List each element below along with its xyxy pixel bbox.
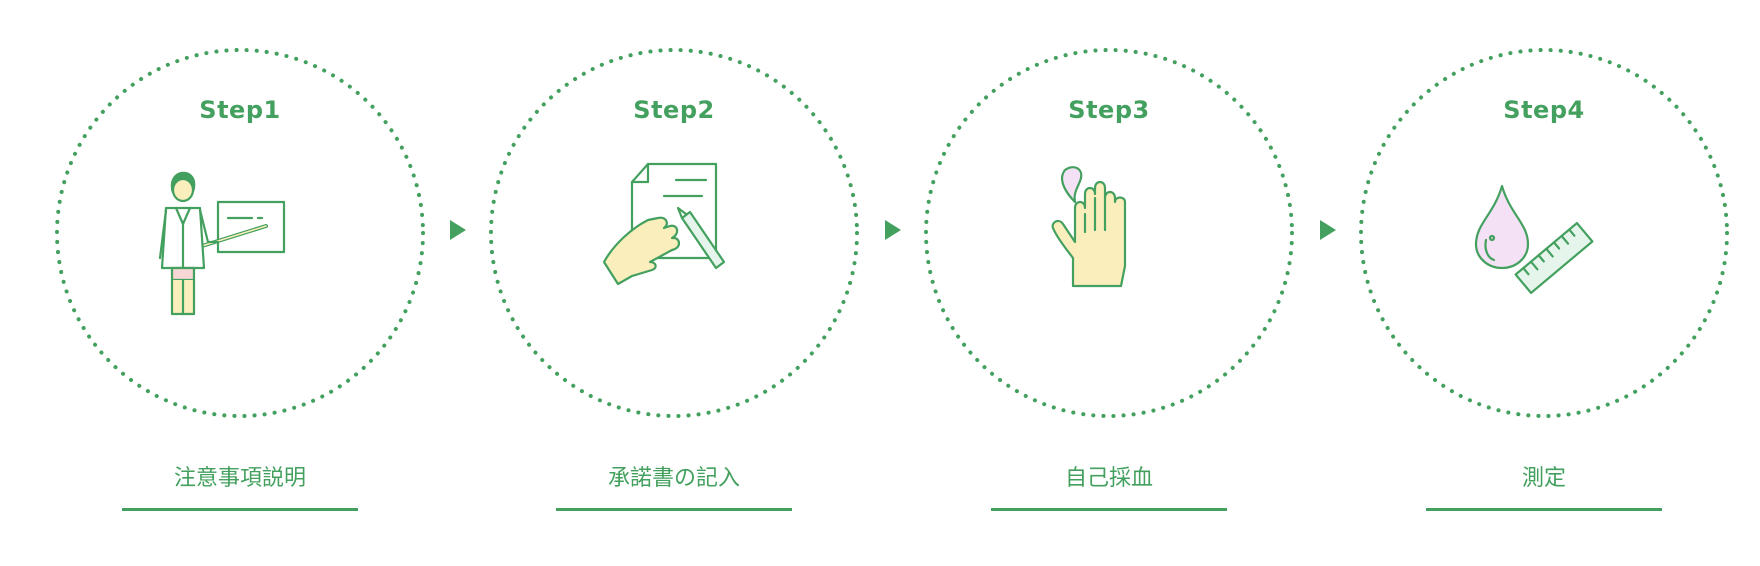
step-4: Step4 測定 [1356,0,1756,566]
arrow-right-icon [885,220,901,240]
label-underline [1426,508,1662,511]
label-underline [122,508,358,511]
arrow-right-icon [450,220,466,240]
hand-blood-drop-icon [1051,166,1127,288]
step-label: 注意事項説明 [173,466,306,491]
drop-ruler-icon [1474,184,1594,295]
step-label: 測定 [1521,466,1566,491]
step-title: Step4 [1503,96,1585,124]
dotted-circle [489,48,859,418]
step-title: Step1 [199,96,281,124]
label-underline [991,508,1227,511]
step-label: 承諾書の記入 [607,466,740,491]
arrow-right-icon [1320,220,1336,240]
step-1: Step1 注意事項説明 [52,0,452,566]
dotted-circle [924,48,1294,418]
dotted-circle [1359,48,1729,418]
dotted-circle [55,48,425,418]
teacher-icon [158,171,286,316]
step-title: Step3 [1068,96,1150,124]
hand-signing-document-icon [602,162,726,286]
step-3: Step3 自己採血 [921,0,1321,566]
step-2: Step2 承諾書の記入 [486,0,886,566]
step-title: Step2 [633,96,715,124]
label-underline [556,508,792,511]
step-label: 自己採血 [1064,466,1153,491]
